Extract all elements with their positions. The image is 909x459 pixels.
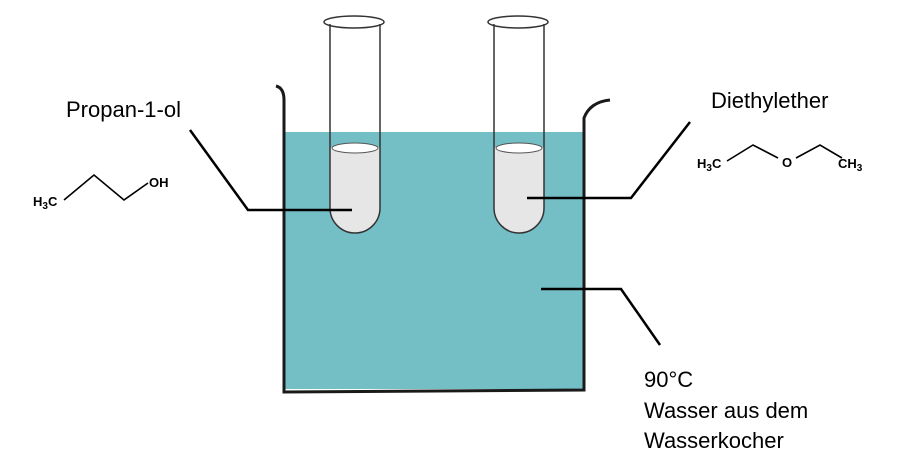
diethylether-label: Diethylether [711, 88, 828, 113]
test-tube-left [323, 15, 385, 234]
ether-h3c: H3C [697, 156, 722, 174]
propanol-structure: H3C OH [33, 173, 169, 212]
propanol-label: Propan-1-ol [66, 97, 181, 122]
leader-line-right [527, 121, 691, 200]
water-label-line1: Wasser aus dem [644, 398, 808, 423]
propanol-oh: OH [149, 175, 169, 190]
water-label-line2: Wasserkocher [644, 428, 784, 453]
ether-oxygen: O [782, 155, 792, 170]
ether-ch3: CH3 [838, 156, 863, 174]
leader-line-water [541, 287, 662, 346]
diethylether-structure: H3C O CH3 [697, 144, 863, 174]
test-tube-right [487, 15, 549, 234]
beaker [275, 84, 611, 394]
propanol-h3c: H3C [33, 194, 58, 212]
leader-line-left [188, 129, 352, 212]
temperature-label: 90°C [644, 367, 693, 392]
